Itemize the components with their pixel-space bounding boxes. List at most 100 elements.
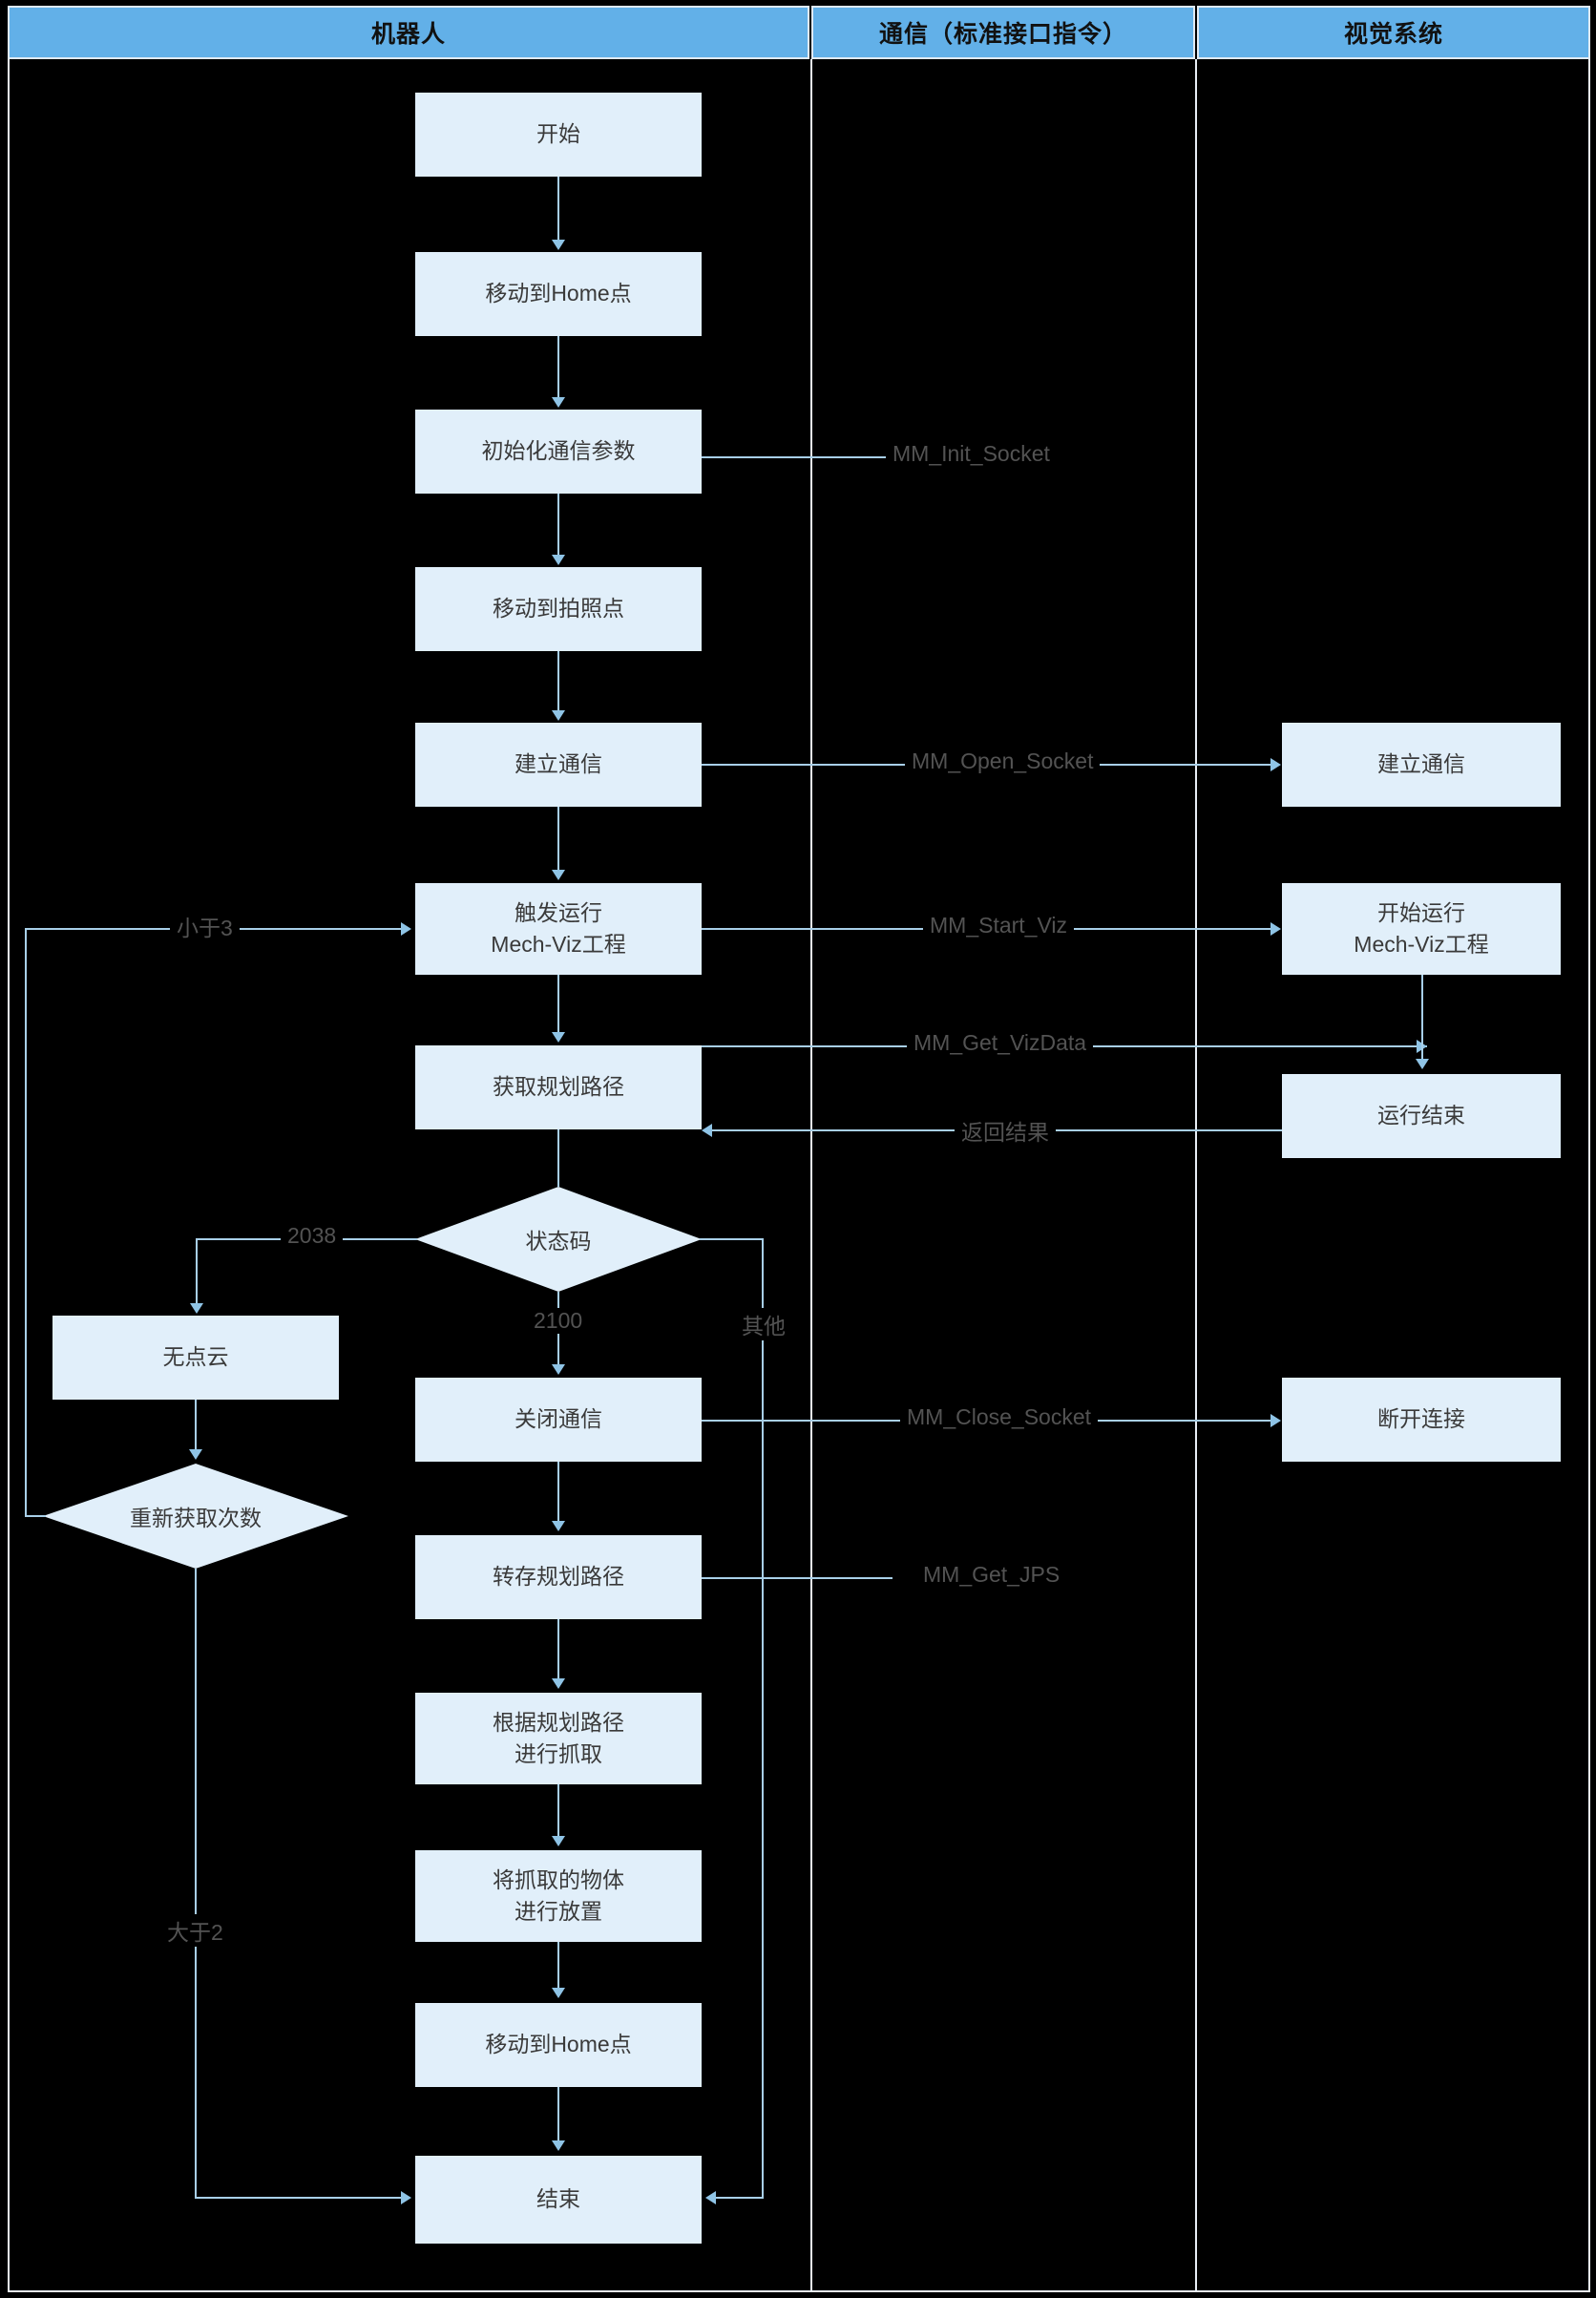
node-move-home-1[interactable]: 移动到Home点 bbox=[415, 252, 702, 336]
edge-home1-to-init bbox=[557, 336, 559, 399]
node-trigger-mechviz-line2: Mech-Viz工程 bbox=[491, 932, 626, 957]
node-get-planned-path[interactable]: 获取规划路径 bbox=[415, 1045, 702, 1129]
node-vision-open-comm[interactable]: 建立通信 bbox=[1282, 723, 1561, 807]
node-move-home-1-label: 移动到Home点 bbox=[485, 281, 632, 306]
arrowhead-home1-to-init bbox=[552, 397, 565, 408]
node-close-comm-label: 关闭通信 bbox=[514, 1406, 602, 1432]
node-vision-disconnect-label: 断开连接 bbox=[1377, 1406, 1465, 1432]
lane-header-robot-label: 机器人 bbox=[370, 21, 446, 48]
node-vision-open-comm-label: 建立通信 bbox=[1377, 751, 1465, 777]
node-retry-count[interactable]: 重新获取次数 bbox=[43, 1464, 348, 1569]
edge-label-mm-get-jps: MM_Get_JPS bbox=[916, 1562, 1067, 1588]
node-open-comm[interactable]: 建立通信 bbox=[415, 723, 702, 807]
node-get-planned-path-label: 获取规划路径 bbox=[493, 1074, 624, 1100]
arrowhead-return-result bbox=[702, 1124, 712, 1137]
edge-savepath-to-pick bbox=[557, 1619, 559, 1680]
node-move-photo-point[interactable]: 移动到拍照点 bbox=[415, 567, 702, 651]
lane-separator-comm-vision bbox=[1195, 59, 1197, 2292]
node-move-home-2[interactable]: 移动到Home点 bbox=[415, 2003, 702, 2087]
edge-label-greater-than-2: 大于2 bbox=[160, 1914, 230, 1947]
arrowhead-pick-to-place bbox=[552, 1836, 565, 1846]
arrowhead-photo-to-opencomm bbox=[552, 710, 565, 721]
node-no-pointcloud-label: 无点云 bbox=[162, 1344, 229, 1370]
node-init-comm-params[interactable]: 初始化通信参数 bbox=[415, 410, 702, 494]
edge-mm-init-socket-line bbox=[702, 456, 892, 458]
edge-photo-to-opencomm bbox=[557, 651, 559, 712]
arrowhead-nopointcloud-to-retrycount bbox=[189, 1449, 202, 1460]
arrowhead-init-to-photo bbox=[552, 555, 565, 565]
node-vision-start-mechviz-line2: Mech-Viz工程 bbox=[1354, 932, 1489, 957]
edge-nopointcloud-to-retrycount bbox=[195, 1400, 197, 1451]
node-vision-disconnect[interactable]: 断开连接 bbox=[1282, 1378, 1561, 1462]
edge-retrycount-less3-vertical bbox=[25, 928, 27, 1517]
node-trigger-mechviz[interactable]: 触发运行 Mech-Viz工程 bbox=[415, 883, 702, 975]
arrowhead-mm-open-socket bbox=[1270, 758, 1281, 771]
node-close-comm[interactable]: 关闭通信 bbox=[415, 1378, 702, 1462]
edge-label-mm-open-socket: MM_Open_Socket bbox=[905, 748, 1101, 774]
arrowhead-closecomm-to-savepath bbox=[552, 1521, 565, 1531]
node-status-code-label: 状态码 bbox=[525, 1229, 592, 1254]
node-save-planned-path[interactable]: 转存规划路径 bbox=[415, 1535, 702, 1619]
node-end[interactable]: 结束 bbox=[415, 2156, 702, 2244]
lane-header-vision-label: 视觉系统 bbox=[1343, 21, 1443, 48]
arrowhead-2038-to-nopointcloud bbox=[190, 1303, 203, 1314]
node-pick-by-path[interactable]: 根据规划路径 进行抓取 bbox=[415, 1693, 702, 1784]
arrowhead-opencomm-to-trigger bbox=[552, 870, 565, 880]
arrowhead-start-to-home1 bbox=[552, 240, 565, 250]
frame-bottom-border bbox=[8, 2290, 1590, 2292]
arrowhead-home2-to-end bbox=[552, 2140, 565, 2151]
node-pick-by-path-line1: 根据规划路径 bbox=[493, 1709, 624, 1735]
edge-init-to-photo bbox=[557, 494, 559, 557]
node-start[interactable]: 开始 bbox=[415, 93, 702, 177]
edge-mm-get-jps-line bbox=[702, 1577, 892, 1579]
frame-left-border bbox=[8, 59, 10, 2292]
arrowhead-other-to-end bbox=[705, 2191, 716, 2204]
edge-retrycount-greater2-vertical bbox=[195, 1569, 197, 2198]
lane-header-robot: 机器人 bbox=[8, 6, 809, 59]
node-place-object-line1: 将抓取的物体 bbox=[493, 1866, 624, 1892]
node-trigger-mechviz-line1: 触发运行 bbox=[514, 899, 602, 925]
edge-closecomm-to-savepath bbox=[557, 1462, 559, 1523]
node-init-comm-params-label: 初始化通信参数 bbox=[481, 438, 636, 464]
edge-trigger-to-getpath bbox=[557, 975, 559, 1034]
frame-right-border bbox=[1588, 59, 1590, 2292]
edge-retrycount-greater2-horizontal bbox=[195, 2197, 401, 2199]
edge-label-mm-start-viz: MM_Start_Viz bbox=[923, 913, 1075, 938]
edge-statuscode-other-vertical bbox=[762, 1238, 764, 2198]
edge-label-less-than-3: 小于3 bbox=[170, 910, 240, 942]
node-vision-start-mechviz[interactable]: 开始运行 Mech-Viz工程 bbox=[1282, 883, 1561, 975]
edge-place-to-home2 bbox=[557, 1942, 559, 1990]
arrowhead-greater2-to-end bbox=[401, 2191, 411, 2204]
arrowhead-mm-close-socket bbox=[1270, 1414, 1281, 1427]
node-open-comm-label: 建立通信 bbox=[514, 751, 602, 777]
edge-label-mm-get-vizdata: MM_Get_VizData bbox=[907, 1030, 1094, 1056]
node-retry-count-label: 重新获取次数 bbox=[130, 1506, 262, 1530]
node-place-object[interactable]: 将抓取的物体 进行放置 bbox=[415, 1850, 702, 1942]
node-move-home-2-label: 移动到Home点 bbox=[485, 2032, 632, 2057]
edge-label-code-2100: 2100 bbox=[527, 1308, 590, 1334]
node-move-photo-point-label: 移动到拍照点 bbox=[493, 596, 624, 622]
lane-separator-robot-comm bbox=[810, 59, 812, 2292]
node-end-label: 结束 bbox=[536, 2186, 580, 2212]
node-status-code[interactable]: 状态码 bbox=[415, 1187, 702, 1292]
edge-label-other: 其他 bbox=[735, 1308, 792, 1340]
lane-header-comm-label: 通信（标准接口指令） bbox=[878, 21, 1127, 48]
node-start-label: 开始 bbox=[536, 121, 580, 147]
node-no-pointcloud[interactable]: 无点云 bbox=[52, 1316, 339, 1400]
edge-home2-to-end bbox=[557, 2087, 559, 2142]
edge-other-to-end-horizontal bbox=[716, 2197, 764, 2199]
edge-opencomm-to-trigger bbox=[557, 807, 559, 872]
arrowhead-vision-start-to-runfinished bbox=[1416, 1059, 1429, 1069]
edge-pick-to-place bbox=[557, 1784, 559, 1838]
arrowhead-mm-start-viz bbox=[1270, 922, 1281, 936]
edge-getpath-to-statuscode bbox=[557, 1129, 559, 1187]
arrowhead-trigger-to-getpath bbox=[552, 1032, 565, 1043]
node-vision-run-finished-label: 运行结束 bbox=[1377, 1103, 1465, 1128]
edge-label-mm-close-socket: MM_Close_Socket bbox=[900, 1404, 1099, 1430]
lane-header-vision: 视觉系统 bbox=[1197, 6, 1590, 59]
edge-label-return-result: 返回结果 bbox=[955, 1114, 1056, 1147]
node-vision-run-finished[interactable]: 运行结束 bbox=[1282, 1074, 1561, 1158]
node-save-planned-path-label: 转存规划路径 bbox=[493, 1564, 624, 1590]
arrowhead-savepath-to-pick bbox=[552, 1678, 565, 1689]
